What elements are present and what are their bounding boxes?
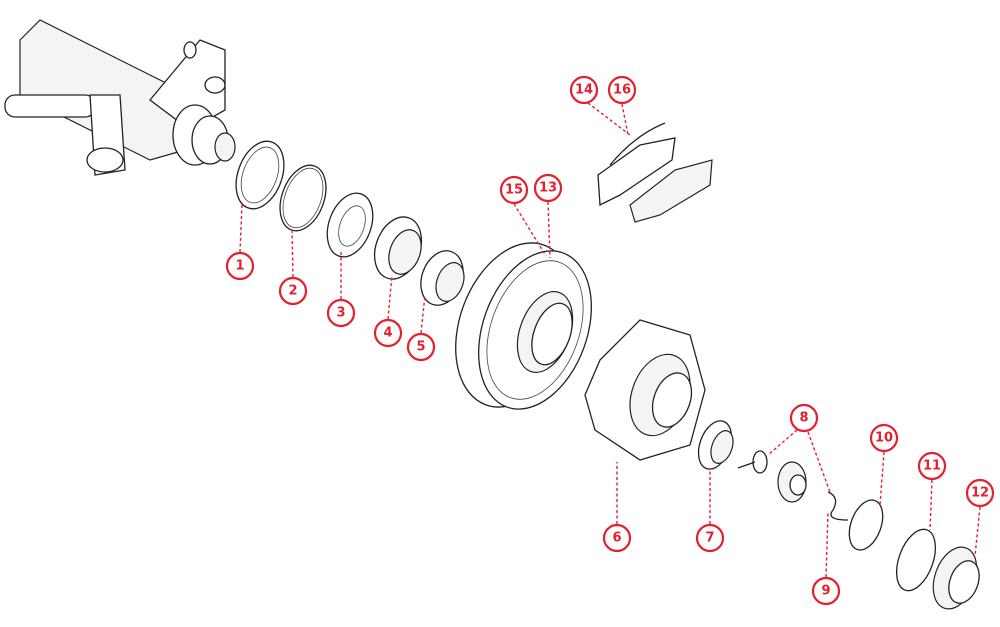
bearing-part-4 bbox=[373, 216, 423, 280]
axle-assembly bbox=[4, 19, 236, 176]
callout-12: 12 bbox=[965, 478, 995, 508]
svg-text:11: 11 bbox=[923, 459, 941, 474]
callout-13: 13 bbox=[533, 173, 563, 203]
bearing-part-7 bbox=[697, 420, 734, 470]
svg-text:2: 2 bbox=[288, 284, 297, 299]
callout-6: 6 bbox=[602, 523, 632, 553]
svg-text:14: 14 bbox=[575, 83, 593, 98]
callout-7: 7 bbox=[695, 523, 725, 553]
svg-text:10: 10 bbox=[875, 431, 893, 446]
callout-3: 3 bbox=[326, 298, 356, 328]
svg-text:7: 7 bbox=[705, 531, 714, 546]
washer-and-nut-part-8 bbox=[737, 450, 807, 503]
lead-lines bbox=[239, 102, 981, 578]
seal-part-3 bbox=[326, 192, 374, 258]
svg-text:1: 1 bbox=[235, 259, 244, 274]
callout-1: 1 bbox=[225, 251, 255, 281]
callout-2: 2 bbox=[278, 276, 308, 306]
svg-text:4: 4 bbox=[383, 326, 392, 341]
o-ring-part-11 bbox=[895, 528, 937, 592]
callout-10: 10 bbox=[869, 423, 899, 453]
callout-11: 11 bbox=[917, 451, 947, 481]
svg-text:12: 12 bbox=[971, 486, 989, 501]
callout-15: 15 bbox=[499, 175, 529, 205]
svg-text:6: 6 bbox=[612, 531, 621, 546]
brake-pads-parts-14-16 bbox=[597, 122, 713, 223]
svg-text:13: 13 bbox=[539, 181, 557, 196]
callout-4: 4 bbox=[373, 318, 403, 348]
svg-text:9: 9 bbox=[821, 584, 830, 599]
snap-ring-part-2 bbox=[279, 164, 327, 232]
callout-16: 16 bbox=[607, 75, 637, 105]
callout-5: 5 bbox=[406, 332, 436, 362]
hub-cap-part-12 bbox=[932, 546, 980, 610]
wheel-hub-part-6 bbox=[584, 319, 706, 461]
clip-part-9 bbox=[827, 491, 849, 521]
svg-text:16: 16 bbox=[613, 83, 631, 98]
brake-disc bbox=[455, 242, 592, 410]
svg-text:8: 8 bbox=[799, 411, 808, 426]
svg-text:3: 3 bbox=[336, 306, 345, 321]
bearing-part-5 bbox=[420, 250, 465, 306]
circlip-part-10 bbox=[848, 499, 884, 551]
callout-14: 14 bbox=[569, 75, 599, 105]
callout-8: 8 bbox=[789, 403, 819, 433]
seal-ring-part-1 bbox=[235, 140, 285, 210]
svg-text:5: 5 bbox=[416, 340, 425, 355]
svg-text:15: 15 bbox=[505, 183, 523, 198]
callout-9: 9 bbox=[811, 576, 841, 606]
